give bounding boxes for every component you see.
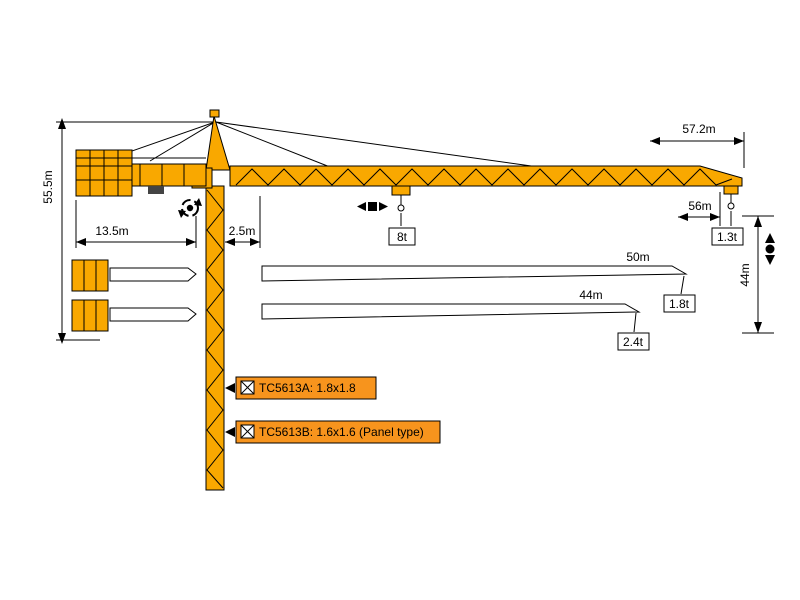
model-a-label: TC5613A: 1.8x1.8 <box>259 381 356 395</box>
jib-lattice <box>235 168 733 186</box>
jib-option-44m-label: 44m <box>579 288 602 302</box>
counterweight-slab <box>89 149 105 197</box>
jib-option-44m-load-label: 2.4t <box>623 335 644 349</box>
tower-head <box>205 115 231 171</box>
dimension-lines <box>56 118 774 344</box>
pendant-lines <box>111 121 561 171</box>
slewing-icon <box>181 199 199 217</box>
crane-structure <box>71 109 743 491</box>
ballast-slab-44m <box>83 299 97 332</box>
tip-hook-icon <box>727 202 735 210</box>
jib-option-50m-load-label: 1.8t <box>669 297 690 311</box>
ballast-slab-50m <box>83 259 97 292</box>
ballast-bar-50m <box>109 267 197 282</box>
lattice-details <box>76 157 733 489</box>
hooks <box>397 194 735 226</box>
hoist-trolley <box>391 185 411 196</box>
ballast-slab-50m <box>71 259 85 292</box>
dim-jib-overall-label: 57.2m <box>682 122 715 136</box>
load-box-44m <box>617 332 650 351</box>
ballast-slab-44m <box>71 299 85 332</box>
model-b-label: TC5613B: 1.6x1.6 (Panel type) <box>259 425 424 439</box>
tower-apex-block <box>209 109 220 118</box>
counterweight-slab <box>117 149 133 197</box>
ballast-slab-50m <box>95 259 109 292</box>
hook-travel-icon <box>765 233 775 243</box>
jib-option-44m-profile <box>261 303 641 320</box>
jib <box>229 165 743 187</box>
arrow-to-mast-a <box>225 383 235 393</box>
trolley-travel-icon <box>368 202 377 211</box>
model-a-box <box>235 376 377 400</box>
motion-icons <box>178 198 775 265</box>
mast-lattice <box>206 189 224 489</box>
dim-side-height-label: 44m <box>738 263 752 286</box>
ballast-slab-44m <box>95 299 109 332</box>
max-load-box <box>388 227 416 246</box>
load-box-50m <box>663 294 696 313</box>
ballast-bar-44m <box>109 307 197 322</box>
load-boxes <box>388 227 744 351</box>
counterweight-slab <box>75 149 91 197</box>
jib-options <box>109 265 688 333</box>
max-load-label: 8t <box>397 230 408 244</box>
text-labels: 55.5m 13.5m 2.5m 57.2m 56m 44m 8t 1.3t 5… <box>41 122 752 439</box>
tip-load-box <box>711 227 744 246</box>
model-labels <box>225 376 441 444</box>
dim-rear-offset-label: 2.5m <box>229 224 256 238</box>
jib-option-50m-profile <box>261 265 688 282</box>
dim-total-height-label: 55.5m <box>41 170 55 203</box>
arrow-to-mast-b <box>225 427 235 437</box>
tip-trolley <box>723 185 739 195</box>
jib-option-50m-label: 50m <box>626 250 649 264</box>
dim-tip-radius-label: 56m <box>688 199 711 213</box>
tip-load-label: 1.3t <box>717 230 738 244</box>
hoist-winch <box>148 186 164 194</box>
model-b-box <box>235 420 441 444</box>
dim-counter-jib-label: 13.5m <box>95 224 128 238</box>
counterweight-slab <box>103 149 119 197</box>
mid-hook-icon <box>397 204 405 212</box>
